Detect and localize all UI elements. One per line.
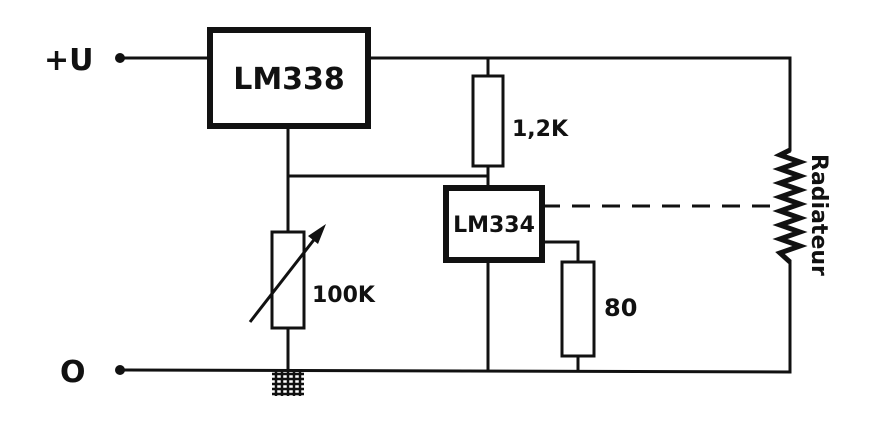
terminal-plus-dot: [115, 53, 125, 63]
lm338-box: [207, 27, 371, 129]
potentiometer-label: 100K: [312, 283, 376, 308]
lm338-label: LM338: [233, 62, 345, 97]
resistor-1-2k-label: 1,2K: [512, 117, 569, 142]
heater-label: Radiateur: [806, 154, 831, 276]
potentiometer-arrow-line: [248, 231, 322, 323]
terminal-ground-label: O: [60, 355, 86, 390]
ground-symbol: [272, 370, 304, 396]
wire-bottom-rail: [120, 368, 792, 374]
terminal-ground-dot: [115, 365, 125, 375]
lm334-box: [443, 185, 545, 263]
terminal-plus-label: +U: [44, 43, 94, 78]
resistor-80: [560, 260, 596, 358]
potentiometer-100k: [270, 230, 306, 330]
lm334-label: LM334: [453, 213, 535, 238]
wire-lm334-r80: [540, 240, 580, 264]
resistor-80-label: 80: [604, 294, 637, 322]
potentiometer-arrow-head: [308, 224, 326, 244]
resistor-1-2k: [471, 74, 505, 168]
heater-element: [772, 147, 808, 264]
